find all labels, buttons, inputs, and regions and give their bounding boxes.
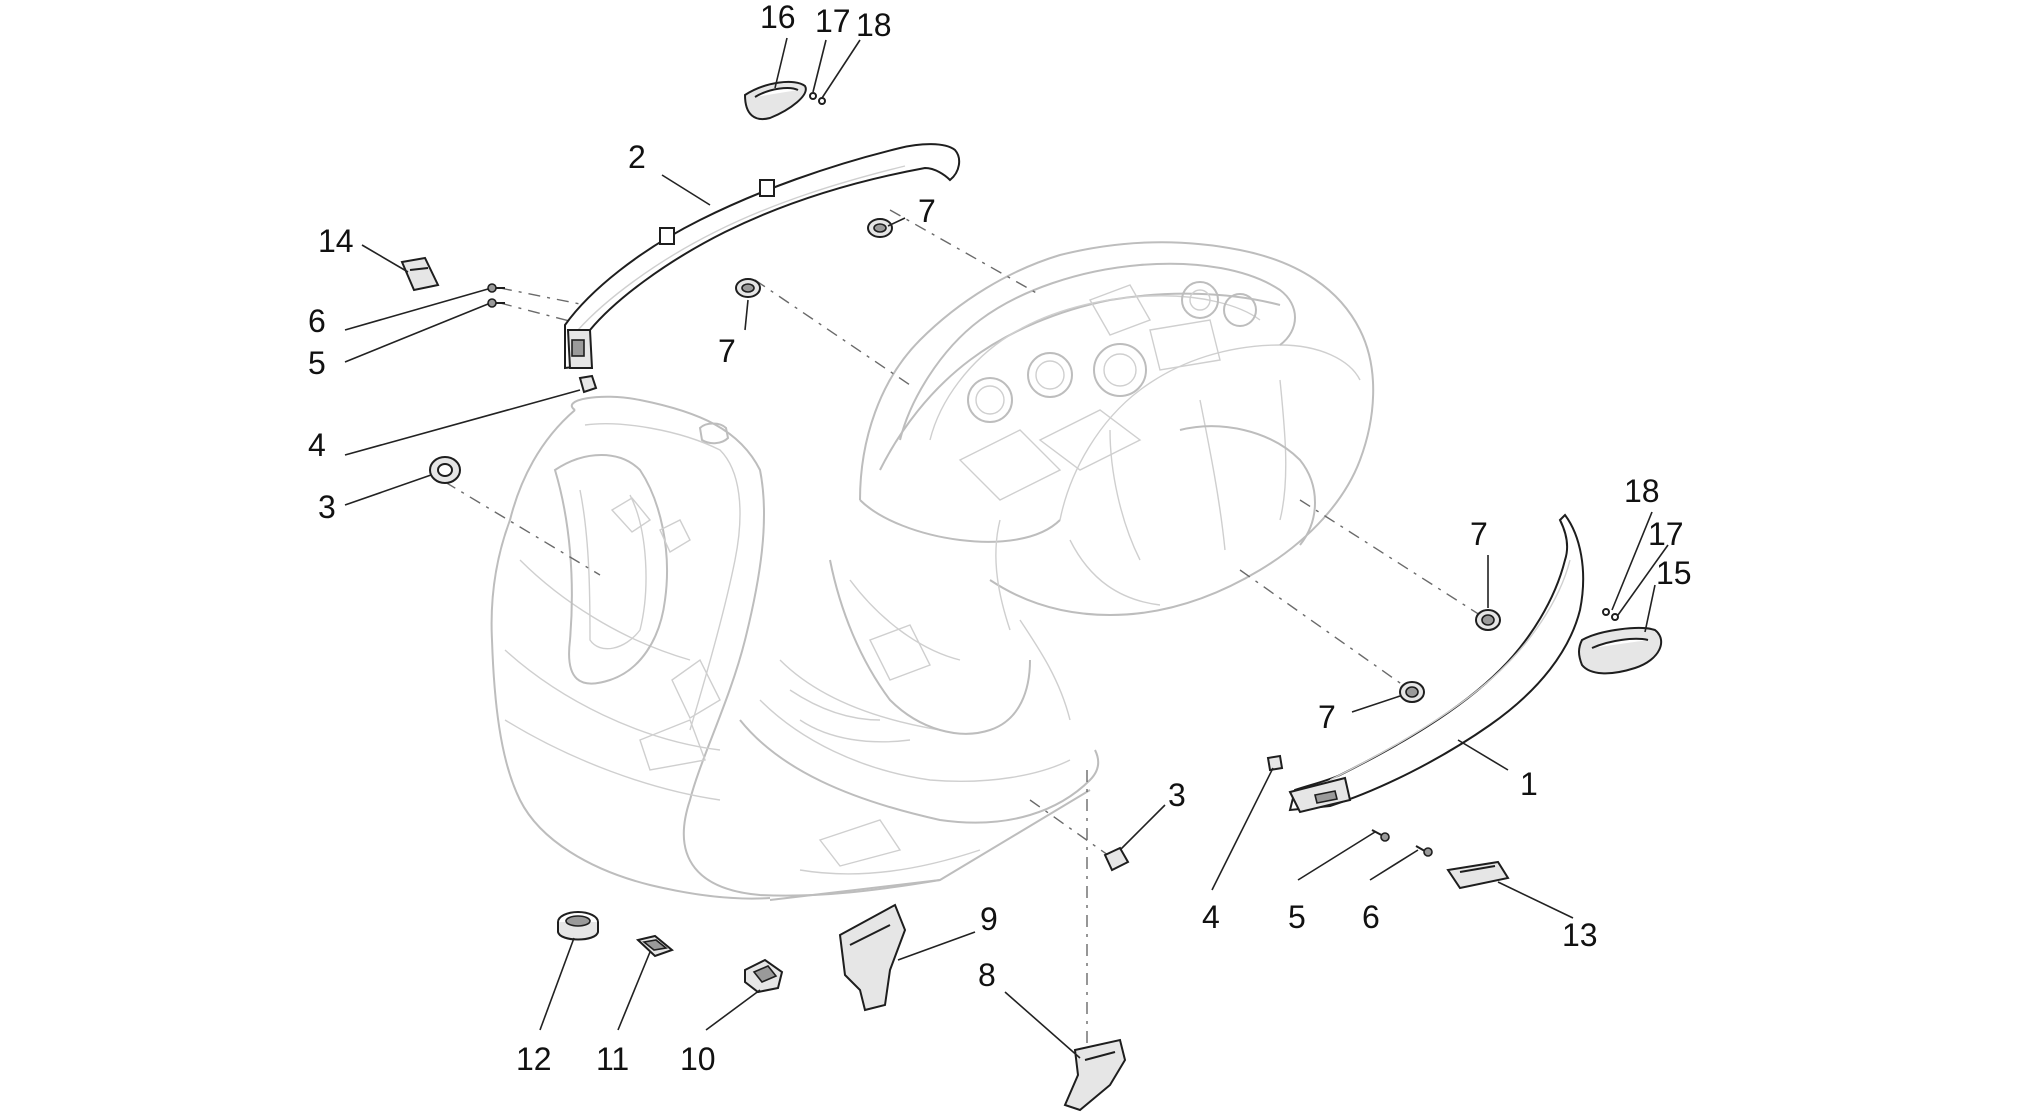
part-4-nut-left	[578, 374, 598, 394]
callout-labels: 16 17 18 2 7 14 6 5 7 4 3 18 7 17 15 7 1…	[308, 0, 1692, 1077]
callout-5: 5	[308, 345, 326, 381]
callout-9: 9	[980, 901, 998, 937]
part-5-screw-right	[1371, 829, 1390, 842]
part-17-washer	[809, 92, 817, 100]
callout-5: 5	[1288, 899, 1306, 935]
part-7-grommet-a	[867, 218, 893, 238]
part-13-clip	[1446, 860, 1510, 890]
part-1-rear-trim	[1288, 513, 1585, 814]
callout-7: 7	[1318, 699, 1336, 735]
callout-1: 1	[1520, 766, 1538, 802]
part-9-bracket	[838, 903, 907, 1012]
callout-7: 7	[718, 333, 736, 369]
callout-17: 17	[815, 3, 851, 39]
callout-6: 6	[308, 303, 326, 339]
callout-8: 8	[978, 957, 996, 993]
callout-11: 11	[596, 1041, 629, 1077]
part-11-pad	[635, 934, 675, 958]
part-6-screw-left	[487, 283, 505, 293]
part-18-screw-right	[1602, 608, 1610, 616]
callout-7: 7	[1470, 516, 1488, 552]
callout-16: 16	[760, 0, 796, 35]
part-10-clip	[744, 958, 784, 994]
part-7-grommet-b	[735, 278, 761, 298]
callout-12: 12	[516, 1041, 552, 1077]
callout-18: 18	[1624, 473, 1660, 509]
part-5-screw-left	[487, 298, 505, 308]
callout-15: 15	[1656, 555, 1692, 591]
part-14-clip	[400, 256, 440, 292]
part-4-nut-right	[1266, 754, 1284, 772]
callout-3: 3	[318, 489, 336, 525]
callout-14: 14	[318, 223, 354, 259]
callout-2: 2	[628, 139, 646, 175]
callout-13: 13	[1562, 917, 1598, 953]
part-12-grommet	[557, 911, 599, 941]
callout-18: 18	[856, 7, 892, 43]
part-17-washer-right	[1611, 613, 1619, 621]
callout-4: 4	[308, 427, 326, 463]
callout-3: 3	[1168, 777, 1186, 813]
scooter-body-frame	[490, 241, 1375, 901]
callout-10: 10	[680, 1041, 716, 1077]
part-3-plug-right	[1103, 846, 1130, 872]
part-8-cover	[1063, 1038, 1127, 1112]
part-15-end-cap	[1578, 627, 1663, 675]
part-6-screw-right	[1415, 845, 1433, 857]
callout-4: 4	[1202, 899, 1220, 935]
leader-lines	[344, 37, 1669, 1059]
alignment-lines	[444, 209, 1481, 1050]
part-2-front-trim	[564, 143, 961, 370]
callout-6: 6	[1362, 899, 1380, 935]
part-7-grommet-d	[1399, 681, 1425, 703]
part-3-grommet-left	[429, 456, 461, 484]
part-18-screw	[818, 97, 826, 105]
part-7-grommet-c	[1475, 609, 1501, 631]
callout-17: 17	[1648, 516, 1684, 552]
callout-7: 7	[918, 193, 936, 229]
